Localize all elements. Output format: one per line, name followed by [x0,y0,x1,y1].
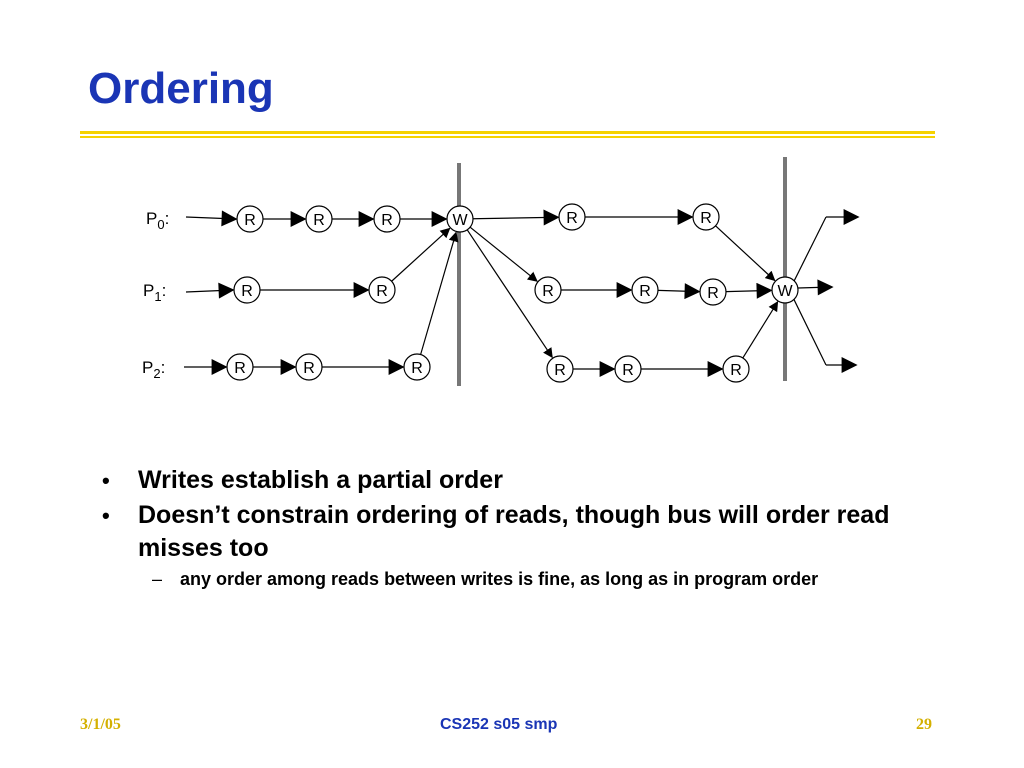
read-node-label: R [730,362,742,379]
read-node-label: R [542,283,554,300]
edge-arrow [657,283,701,300]
write-node-label: W [777,283,793,300]
entry-arrow-p0 [185,210,238,227]
read-node-label: R [234,360,246,377]
read-node: R [692,203,720,231]
edge-arrow [472,209,560,226]
processor-label-p0: P0: [146,209,169,232]
write-node: W [771,276,799,304]
write-node-label: W [452,212,468,229]
read-node-label: R [707,285,719,302]
read-node: R [226,353,254,381]
svg-text:P2:: P2: [142,358,165,381]
title-rule [80,131,935,138]
read-node-label: R [411,360,423,377]
read-node-label: R [639,283,651,300]
read-node: R [534,276,562,304]
read-node-label: R [700,210,712,227]
processor-label-p1: P1: [143,281,166,304]
read-node-label: R [622,362,634,379]
sub-bullet-dash: – [152,569,163,589]
processor-label-p2: P2: [142,358,165,381]
edge-arrow [469,226,538,282]
bullet-dot: • [102,503,110,528]
read-node: R [305,205,333,233]
slide-title: Ordering [88,64,274,113]
edge-arrow [466,229,553,359]
write-node: W [446,205,474,233]
read-node-label: R [241,283,253,300]
read-node-label: R [244,212,256,229]
read-node: R [614,355,642,383]
read-node: R [631,276,659,304]
bullet-list: • Writes establish a partial order • Doe… [100,464,940,590]
edge-arrow [725,282,773,299]
read-node: R [233,276,261,304]
bullet-item: • Writes establish a partial order [100,464,940,497]
entry-arrow-p1 [185,282,235,299]
read-node: R [236,205,264,233]
edges [184,209,860,377]
read-node: R [295,353,323,381]
edge-arrow [742,301,779,359]
exit-arrow [797,279,834,296]
read-node: R [368,276,396,304]
read-node: R [546,355,574,383]
read-node-label: R [303,360,315,377]
bullet-dot: • [102,468,110,493]
exit-arrow [793,216,827,282]
footer-page-number: 29 [916,716,932,733]
edge-arrow [391,227,451,282]
read-node: R [699,278,727,306]
nodes: R R R W R R R R R R R W R R R R R R [226,203,799,383]
read-node: R [558,203,586,231]
exit-arrow [793,299,827,366]
read-node-label: R [313,212,325,229]
svg-text:P1:: P1: [143,281,166,304]
footer-date: 3/1/05 [80,716,121,733]
read-node-label: R [554,362,566,379]
edge-arrow [420,231,459,355]
footer-course: CS252 s05 smp [440,716,558,733]
svg-text:P0:: P0: [146,209,169,232]
read-node-label: R [381,212,393,229]
ordering-diagram: R R R W R R R R R R R W R R R R R R P0: P1: P2: [142,157,860,386]
read-node-label: R [566,210,578,227]
read-node: R [373,205,401,233]
read-node: R [403,353,431,381]
sub-bullet-item: – any order among reads between writes i… [152,569,819,589]
edge-arrow [715,225,776,282]
read-node: R [722,355,750,383]
read-node-label: R [376,283,388,300]
bullet-item: • Doesn’t constrain ordering of reads, t… [102,501,890,562]
